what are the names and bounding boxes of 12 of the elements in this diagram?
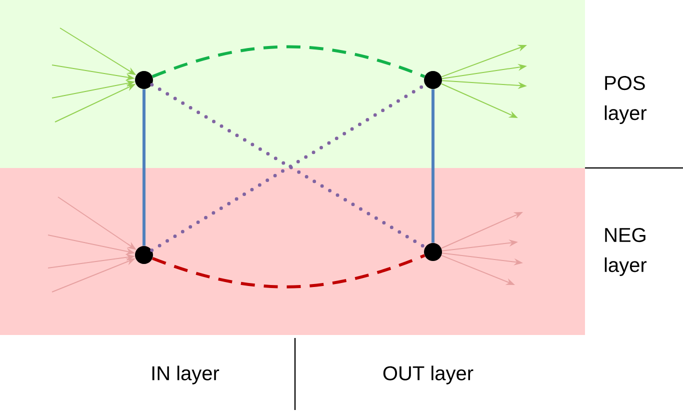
junction-dot xyxy=(135,71,153,89)
junction-dot xyxy=(424,243,442,261)
layer-label: NEG layer xyxy=(604,228,647,276)
dashed-curve xyxy=(152,254,426,288)
link-line xyxy=(432,89,434,243)
layer-label: IN layer xyxy=(152,366,220,384)
link-line xyxy=(142,89,146,246)
dashed-curve xyxy=(152,45,425,78)
junction-dot xyxy=(424,71,442,89)
junction-dot xyxy=(135,246,153,264)
layer-label: POS layer xyxy=(604,76,647,124)
layer-label: OUT layer xyxy=(383,366,474,384)
